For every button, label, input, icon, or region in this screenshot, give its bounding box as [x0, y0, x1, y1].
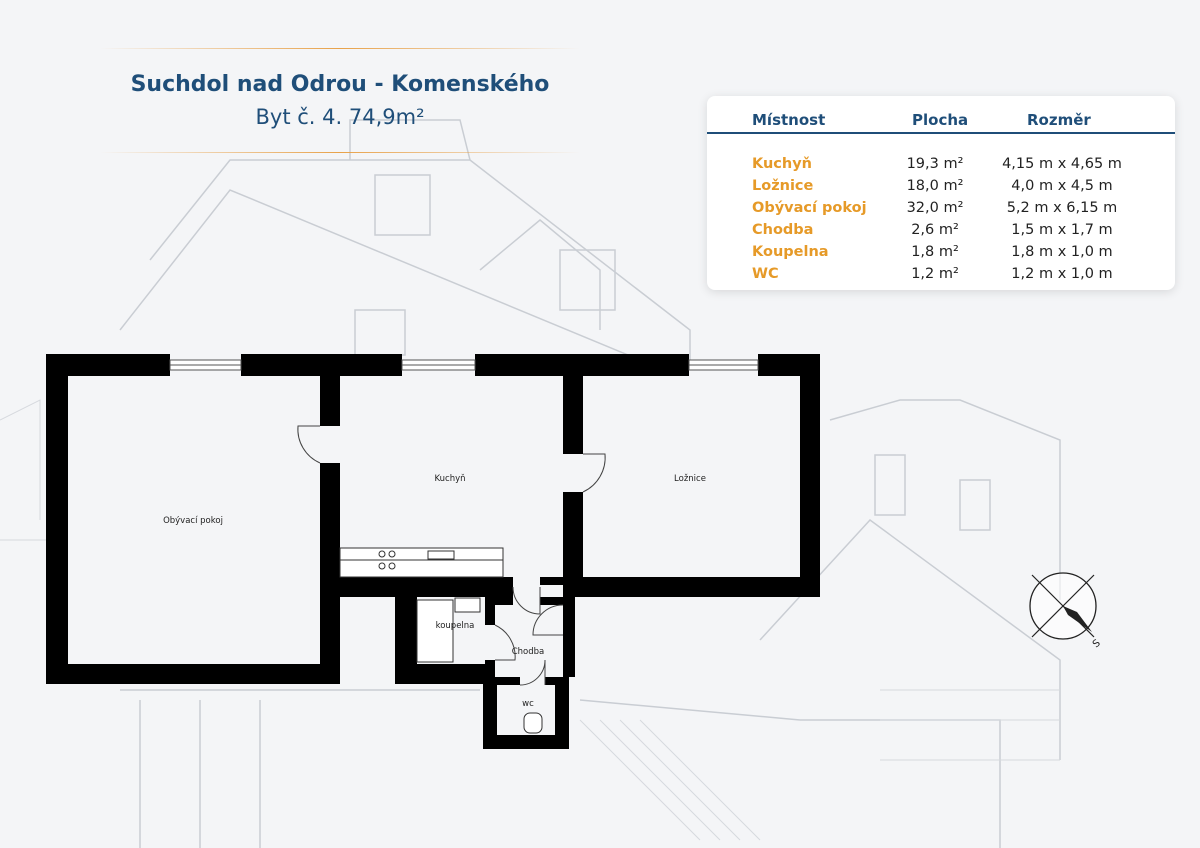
- header-divider: [707, 132, 1175, 134]
- room-area: 2,6 m²: [911, 222, 959, 238]
- room-area: 18,0 m²: [906, 178, 964, 194]
- room-dims: 4,0 m x 4,5 m: [1011, 178, 1113, 194]
- door: [297, 425, 321, 464]
- wall: [46, 354, 170, 376]
- wall: [241, 354, 402, 376]
- room-name: Ložnice: [752, 178, 814, 194]
- wall: [483, 735, 569, 749]
- wall: [583, 577, 820, 597]
- wall: [545, 677, 555, 685]
- room-label-wc: wc: [522, 699, 534, 709]
- wall: [395, 587, 513, 597]
- room-area: 19,3 m²: [906, 156, 964, 172]
- wall: [563, 597, 575, 677]
- wall: [46, 354, 68, 684]
- wall: [540, 577, 583, 585]
- room-name: WC: [752, 266, 779, 282]
- column-header-room: Místnost: [752, 111, 826, 129]
- title-top-rule: [100, 48, 580, 49]
- room-label-loznice: Ložnice: [674, 474, 706, 484]
- table-row: Koupelna 1,8 m² 1,8 m x 1,0 m: [707, 244, 1175, 266]
- page-title: Suchdol nad Odrou - Komenského: [130, 72, 550, 97]
- wall: [395, 597, 417, 684]
- wall: [485, 597, 495, 625]
- compass-icon: S: [1029, 572, 1103, 651]
- wall: [320, 463, 340, 684]
- wall: [46, 664, 340, 684]
- room-name: Kuchyň: [752, 156, 812, 172]
- compass-label: S: [1091, 638, 1103, 651]
- table-row: Ložnice 18,0 m² 4,0 m x 4,5 m: [707, 178, 1175, 200]
- wall: [540, 597, 563, 605]
- room-label-koupelna: koupelna: [436, 621, 475, 631]
- room-area: 1,8 m²: [911, 244, 959, 260]
- column-header-area: Plocha: [912, 111, 969, 129]
- room-label-kuchyn: Kuchyň: [434, 473, 465, 484]
- kitchen-counter: [339, 547, 504, 578]
- door: [494, 624, 516, 661]
- page-subtitle: Byt č. 4. 74,9m²: [255, 105, 425, 129]
- wall: [320, 376, 340, 426]
- doors: [297, 425, 606, 686]
- room-name: Chodba: [752, 222, 814, 238]
- wall: [563, 492, 583, 597]
- room-dims: 5,2 m x 6,15 m: [1006, 200, 1118, 216]
- room-table: Místnost Plocha Rozměr Kuchyň 19,3 m² 4,…: [707, 96, 1175, 290]
- room-area: 1,2 m²: [911, 266, 959, 282]
- windows: [169, 359, 759, 371]
- bathroom-fixtures: [416, 597, 543, 734]
- table-row: Obývací pokoj 32,0 m² 5,2 m x 6,15 m: [707, 200, 1175, 222]
- wall: [475, 354, 689, 376]
- room-label-obyvaci: Obývací pokoj: [163, 516, 223, 526]
- wall: [563, 376, 583, 454]
- table-row: WC 1,2 m² 1,2 m x 1,0 m: [707, 266, 1175, 288]
- table-row: Chodba 2,6 m² 1,5 m x 1,7 m: [707, 222, 1175, 244]
- door: [519, 659, 546, 686]
- wall: [800, 354, 820, 597]
- walls: [46, 354, 820, 749]
- door: [532, 604, 564, 636]
- column-header-dims: Rozměr: [1027, 111, 1091, 129]
- table-row: Kuchyň 19,3 m² 4,15 m x 4,65 m: [707, 156, 1175, 178]
- wall: [483, 677, 497, 749]
- room-area: 32,0 m²: [906, 200, 964, 216]
- room-dims: 1,5 m x 1,7 m: [1011, 222, 1113, 238]
- room-dims: 4,15 m x 4,65 m: [1002, 156, 1122, 172]
- door: [582, 453, 606, 493]
- wall: [497, 677, 520, 685]
- wall: [485, 660, 495, 684]
- wall: [555, 677, 569, 749]
- title-block: Suchdol nad Odrou - Komenského Byt č. 4.…: [100, 72, 580, 129]
- door: [512, 586, 541, 615]
- room-dims: 1,2 m x 1,0 m: [1011, 266, 1113, 282]
- toilet: [523, 712, 543, 734]
- wall: [395, 664, 485, 684]
- room-name: Obývací pokoj: [752, 200, 867, 216]
- room-label-chodba: Chodba: [512, 647, 545, 657]
- wall: [495, 597, 513, 605]
- room-name: Koupelna: [752, 244, 829, 260]
- title-bottom-rule: [100, 152, 580, 153]
- room-dims: 1,8 m x 1,0 m: [1011, 244, 1113, 260]
